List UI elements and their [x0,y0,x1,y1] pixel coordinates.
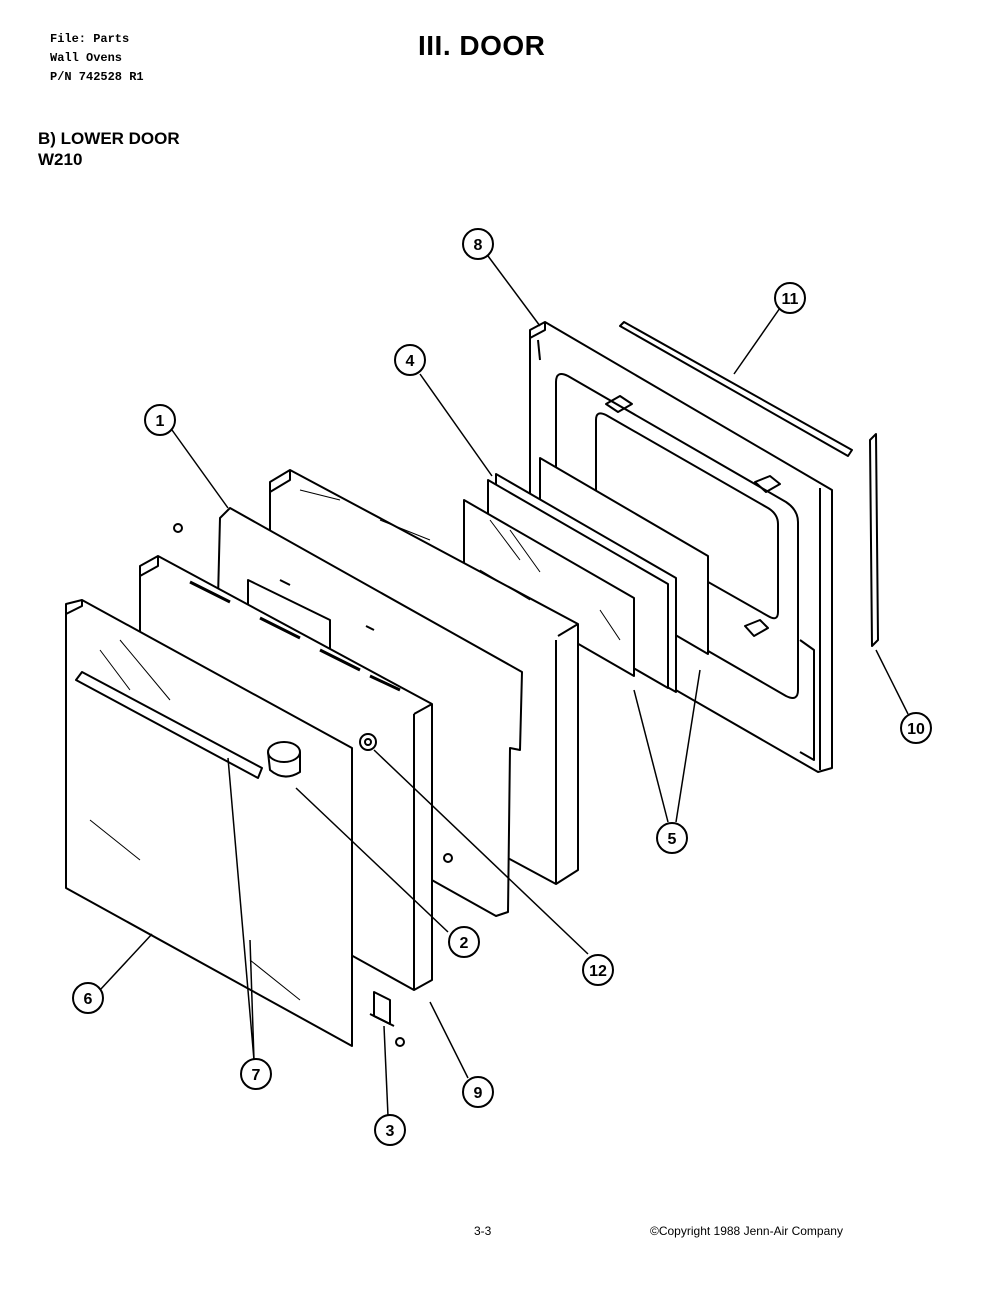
top-rail [619,321,853,457]
callout-label: 5 [668,831,677,848]
copyright-notice: ©Copyright 1988 Jenn-Air Company [650,1224,843,1238]
callout-8: 8 [462,228,494,260]
section-heading: B) LOWER DOOR [38,129,180,148]
callout-1: 1 [144,404,176,436]
callout-label: 1 [156,413,165,430]
callout-label: 9 [474,1085,483,1102]
callout-3: 3 [374,1114,406,1146]
callout-4: 4 [394,344,426,376]
model-number: W210 [38,150,83,169]
callout-label: 7 [252,1067,261,1084]
callout-label: 8 [474,237,483,254]
bracket [173,523,453,1047]
callout-5: 5 [656,822,688,854]
file-line: File: Parts [50,32,130,46]
callout-6: 6 [72,982,104,1014]
callout-2: 2 [448,926,480,958]
callout-label: 4 [406,353,415,370]
callout-label: 12 [589,963,607,980]
file-line: P/N 742528 R1 [50,70,144,84]
leader-lines [99,255,909,1117]
callout-label: 3 [386,1123,395,1140]
file-line: Wall Ovens [50,51,123,65]
glass-pack [463,457,709,693]
door-handle [75,671,263,779]
page-title: III. DOOR [418,30,546,61]
side-rail [869,433,879,647]
callout-label: 2 [460,935,469,952]
callout-10: 10 [900,712,932,744]
knob [267,741,301,778]
section-title: B) LOWER DOOR W210 [38,128,180,170]
grommet [359,733,377,751]
callout-12: 12 [582,954,614,986]
callout-9: 9 [462,1076,494,1108]
callout-label: 11 [782,291,799,308]
page-number: 3-3 [474,1224,492,1238]
callout-label: 6 [84,991,93,1008]
callout-7: 7 [240,1058,272,1090]
file-info: File: Parts Wall Ovens P/N 742528 R1 [50,30,144,87]
callout-label: 10 [907,721,925,738]
callout-11: 11 [774,282,806,314]
